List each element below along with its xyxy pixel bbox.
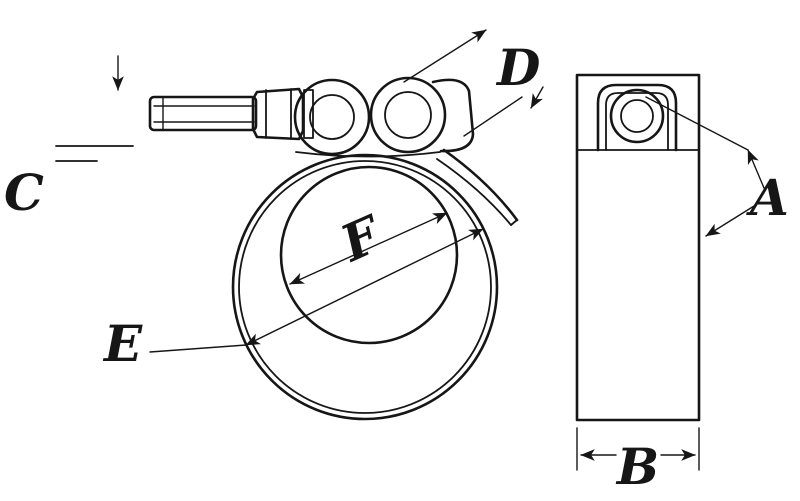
dim-d-leader-line [463, 96, 523, 137]
retainer-bracket [431, 78, 475, 153]
dim-label-d: D [495, 38, 540, 97]
saddle-outer [596, 83, 678, 152]
dim-label-f: F [331, 203, 392, 274]
dim-label-c: C [4, 163, 44, 222]
bolt-head-outer-circle [609, 88, 665, 144]
dim-d-arrow-lower [530, 86, 544, 109]
strap-tail [436, 148, 519, 226]
dim-d-arrow-upper [403, 29, 487, 83]
dim-a-arrow-upper [747, 149, 765, 189]
dim-label-b: B [615, 437, 659, 496]
washer [303, 89, 314, 139]
t-bolt-shaft [148, 95, 258, 132]
front-view-clamp [148, 76, 519, 421]
dim-a-leader-upper [645, 96, 749, 151]
band-inner-circle [238, 160, 492, 414]
dim-e-leader-line [149, 344, 247, 353]
dim-f-arrow [289, 212, 448, 285]
dim-label-e: E [102, 314, 143, 373]
trunnion-loops [293, 76, 447, 158]
bolt-head-inner-circle [620, 99, 654, 133]
side-view-clamp [575, 73, 701, 422]
saddle-inner [605, 92, 669, 151]
hex-nut [251, 87, 305, 141]
dim-a-arrow-lower [705, 205, 755, 237]
band-side-profile [575, 73, 701, 422]
dim-label-a: A [746, 168, 789, 227]
band-outer-circle [231, 153, 499, 421]
dimension-annotations: C D E F A B [4, 29, 789, 496]
strap-under-loops [295, 151, 441, 158]
